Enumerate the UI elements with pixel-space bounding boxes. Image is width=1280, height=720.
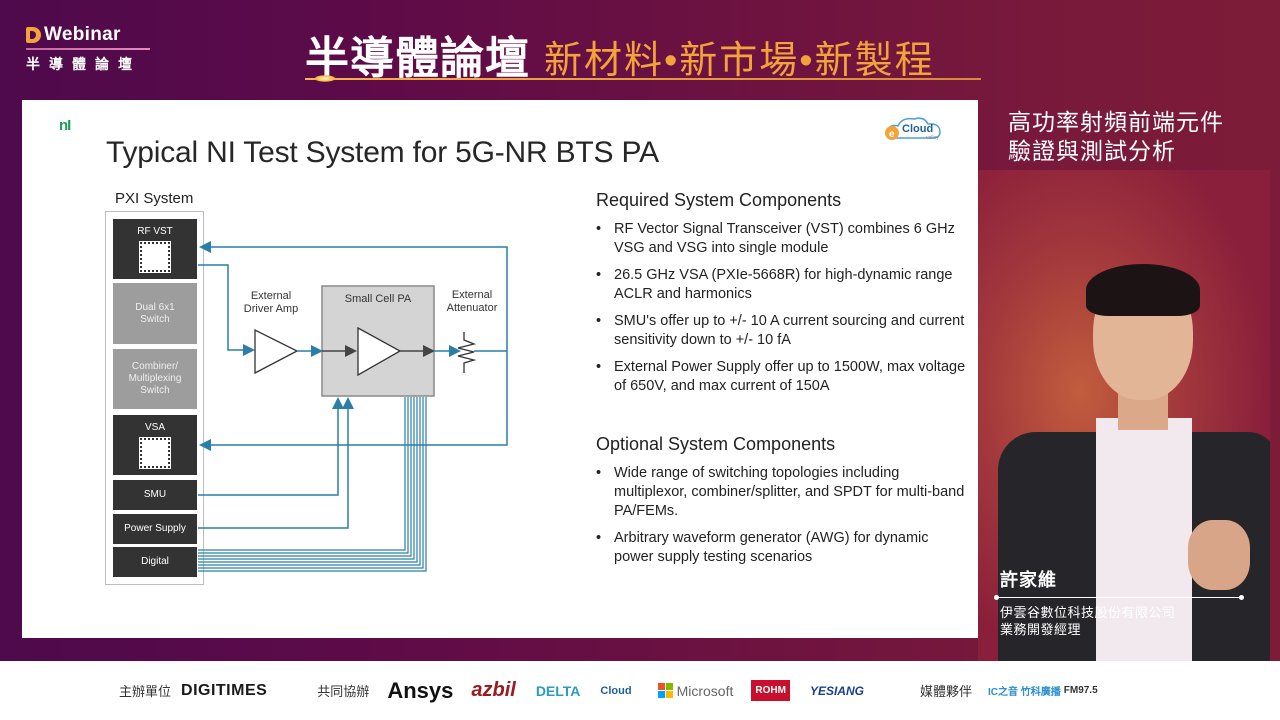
talk-title-line-2: 驗證與測試分析 — [1008, 138, 1176, 164]
ansys-logo: Ansys — [387, 677, 454, 703]
rohm-logo: ROHM — [751, 680, 790, 701]
power-supply-wire — [198, 397, 354, 529]
ecloud-sponsor-logo: Cloud — [600, 684, 632, 697]
optional-item: Wide range of switching topologies inclu… — [596, 464, 966, 521]
smu-wire — [198, 397, 344, 496]
chip-icon — [139, 241, 171, 273]
delta-logo: DELTA — [535, 682, 581, 699]
brand-divider — [26, 48, 150, 50]
yesiang-logo: YESIANG — [809, 683, 864, 698]
headline-rule — [305, 78, 981, 80]
module-label: Digital — [141, 556, 169, 567]
headline-main: 半導體論壇 — [305, 34, 530, 83]
required-item: SMU's offer up to +/- 10 A current sourc… — [596, 312, 966, 350]
module-label: Combiner/ Multiplexing Switch — [128, 361, 182, 396]
module-label: VSA — [144, 422, 165, 433]
module-dual-switch: Dual 6x1 Switch — [113, 283, 197, 344]
pa-label: Small Cell PA — [344, 293, 412, 305]
microsoft-logo: Microsoft — [676, 682, 734, 699]
signal-path-diagram — [198, 241, 508, 572]
optional-heading: Optional System Components — [596, 434, 836, 454]
media-partner-label: 媒體夥伴 — [919, 684, 972, 699]
pa-amp-icon — [357, 326, 402, 377]
microsoft-icon — [657, 683, 673, 698]
feedback-to-vsa-wire — [199, 351, 508, 451]
digital-bus — [198, 397, 427, 572]
module-label: Power Supply — [124, 523, 186, 534]
sponsor-bar: 主辦單位 DIGITIMES 共同協辦 Ansys azbil DELTA Cl… — [0, 661, 1280, 720]
module-label: RF VST — [137, 226, 173, 237]
ecloud-logo-text: Cloud — [902, 123, 934, 135]
module-vsa: VSA — [113, 415, 197, 475]
presenter-name: 許家維 — [1000, 570, 1057, 590]
module-rf-vst: RF VST — [113, 219, 197, 279]
vst-output-wire — [198, 264, 255, 356]
organizer-label: 主辦單位 — [119, 684, 172, 699]
ecloud-cloud-icon: e — [885, 117, 941, 140]
talk-title: 高功率射頻前端元件 驗證與測試分析 — [1008, 108, 1224, 166]
required-item: 26.5 GHz VSA (PXIe-5668R) for high-dynam… — [596, 266, 966, 304]
spark-icon — [314, 75, 336, 82]
talk-title-line-1: 高功率射頻前端元件 — [1008, 109, 1224, 135]
required-heading: Required System Components — [596, 190, 842, 210]
webinar-logo: Webinar — [26, 24, 150, 46]
module-power-supply: Power Supply — [113, 514, 197, 544]
presenter-hand — [1188, 520, 1250, 590]
headline-sub: 新材料•新市場•新製程 — [544, 40, 935, 82]
broadcast-background: Webinar 半導體論壇 半導體論壇 新材料•新市場•新製程 高功率射頻前端元… — [0, 0, 1280, 661]
caption-rule — [994, 595, 1244, 600]
required-item: RF Vector Signal Transceiver (VST) combi… — [596, 220, 966, 258]
fm-frequency: FM97.5 — [1063, 685, 1098, 696]
svg-text:e: e — [889, 129, 895, 140]
required-list: RF Vector Signal Transceiver (VST) combi… — [596, 220, 966, 404]
feedback-to-vst-wire — [199, 241, 508, 351]
event-headline: 半導體論壇 新材料•新市場•新製程 — [305, 22, 935, 86]
digitimes-logo: DIGITIMES — [181, 681, 268, 699]
pxi-chassis-frame — [105, 211, 204, 585]
slide-title: Typical NI Test System for 5G-NR BTS PA — [106, 136, 659, 169]
module-combiner-switch: Combiner/ Multiplexing Switch — [113, 349, 197, 409]
ecloud-logo: e Cloud valley — [880, 114, 948, 144]
driver-amp-icon — [254, 328, 299, 375]
presentation-slide: nI e Cloud valley Typical NI Test System… — [22, 100, 978, 638]
attenuator-label: External Attenuator — [446, 289, 498, 314]
brand-subtitle: 半導體論壇 — [26, 56, 141, 72]
ic-radio-logo: IC之音 竹科廣播 — [987, 687, 1061, 698]
module-smu: SMU — [113, 480, 197, 510]
presenter-shirt — [1096, 418, 1192, 661]
presenter-company: 伊雲谷數位科技股份有限公司 — [1000, 605, 1176, 620]
co-organizer-label: 共同協辦 — [317, 684, 370, 699]
driver-amp-label: External Driver Amp — [243, 290, 299, 315]
azbil-logo: azbil — [471, 679, 516, 701]
pxi-system-label: PXI System — [115, 190, 194, 207]
optional-item: Arbitrary waveform generator (AWG) for d… — [596, 529, 966, 567]
webinar-brand: Webinar 半導體論壇 — [26, 24, 150, 74]
presenter-jacket — [998, 432, 1110, 661]
chip-icon — [139, 437, 171, 469]
presenter-role: 業務開發經理 — [1000, 622, 1082, 637]
module-label: SMU — [143, 489, 167, 500]
module-label: Dual 6x1 Switch — [135, 301, 175, 325]
attenuator-icon — [457, 332, 477, 373]
presenter-video — [978, 170, 1270, 661]
presenter-hair — [1086, 264, 1200, 316]
webinar-d-icon — [26, 27, 41, 43]
module-digital: Digital — [113, 547, 197, 577]
required-item: External Power Supply offer up to 1500W,… — [596, 358, 966, 396]
optional-list: Wide range of switching topologies inclu… — [596, 464, 966, 575]
ni-logo: nI — [59, 117, 71, 134]
ecloud-logo-sub: valley — [926, 135, 939, 141]
webinar-logo-text: Webinar — [44, 24, 121, 45]
presenter-caption: 許家維 伊雲谷數位科技股份有限公司 業務開發經理 — [994, 566, 1244, 638]
